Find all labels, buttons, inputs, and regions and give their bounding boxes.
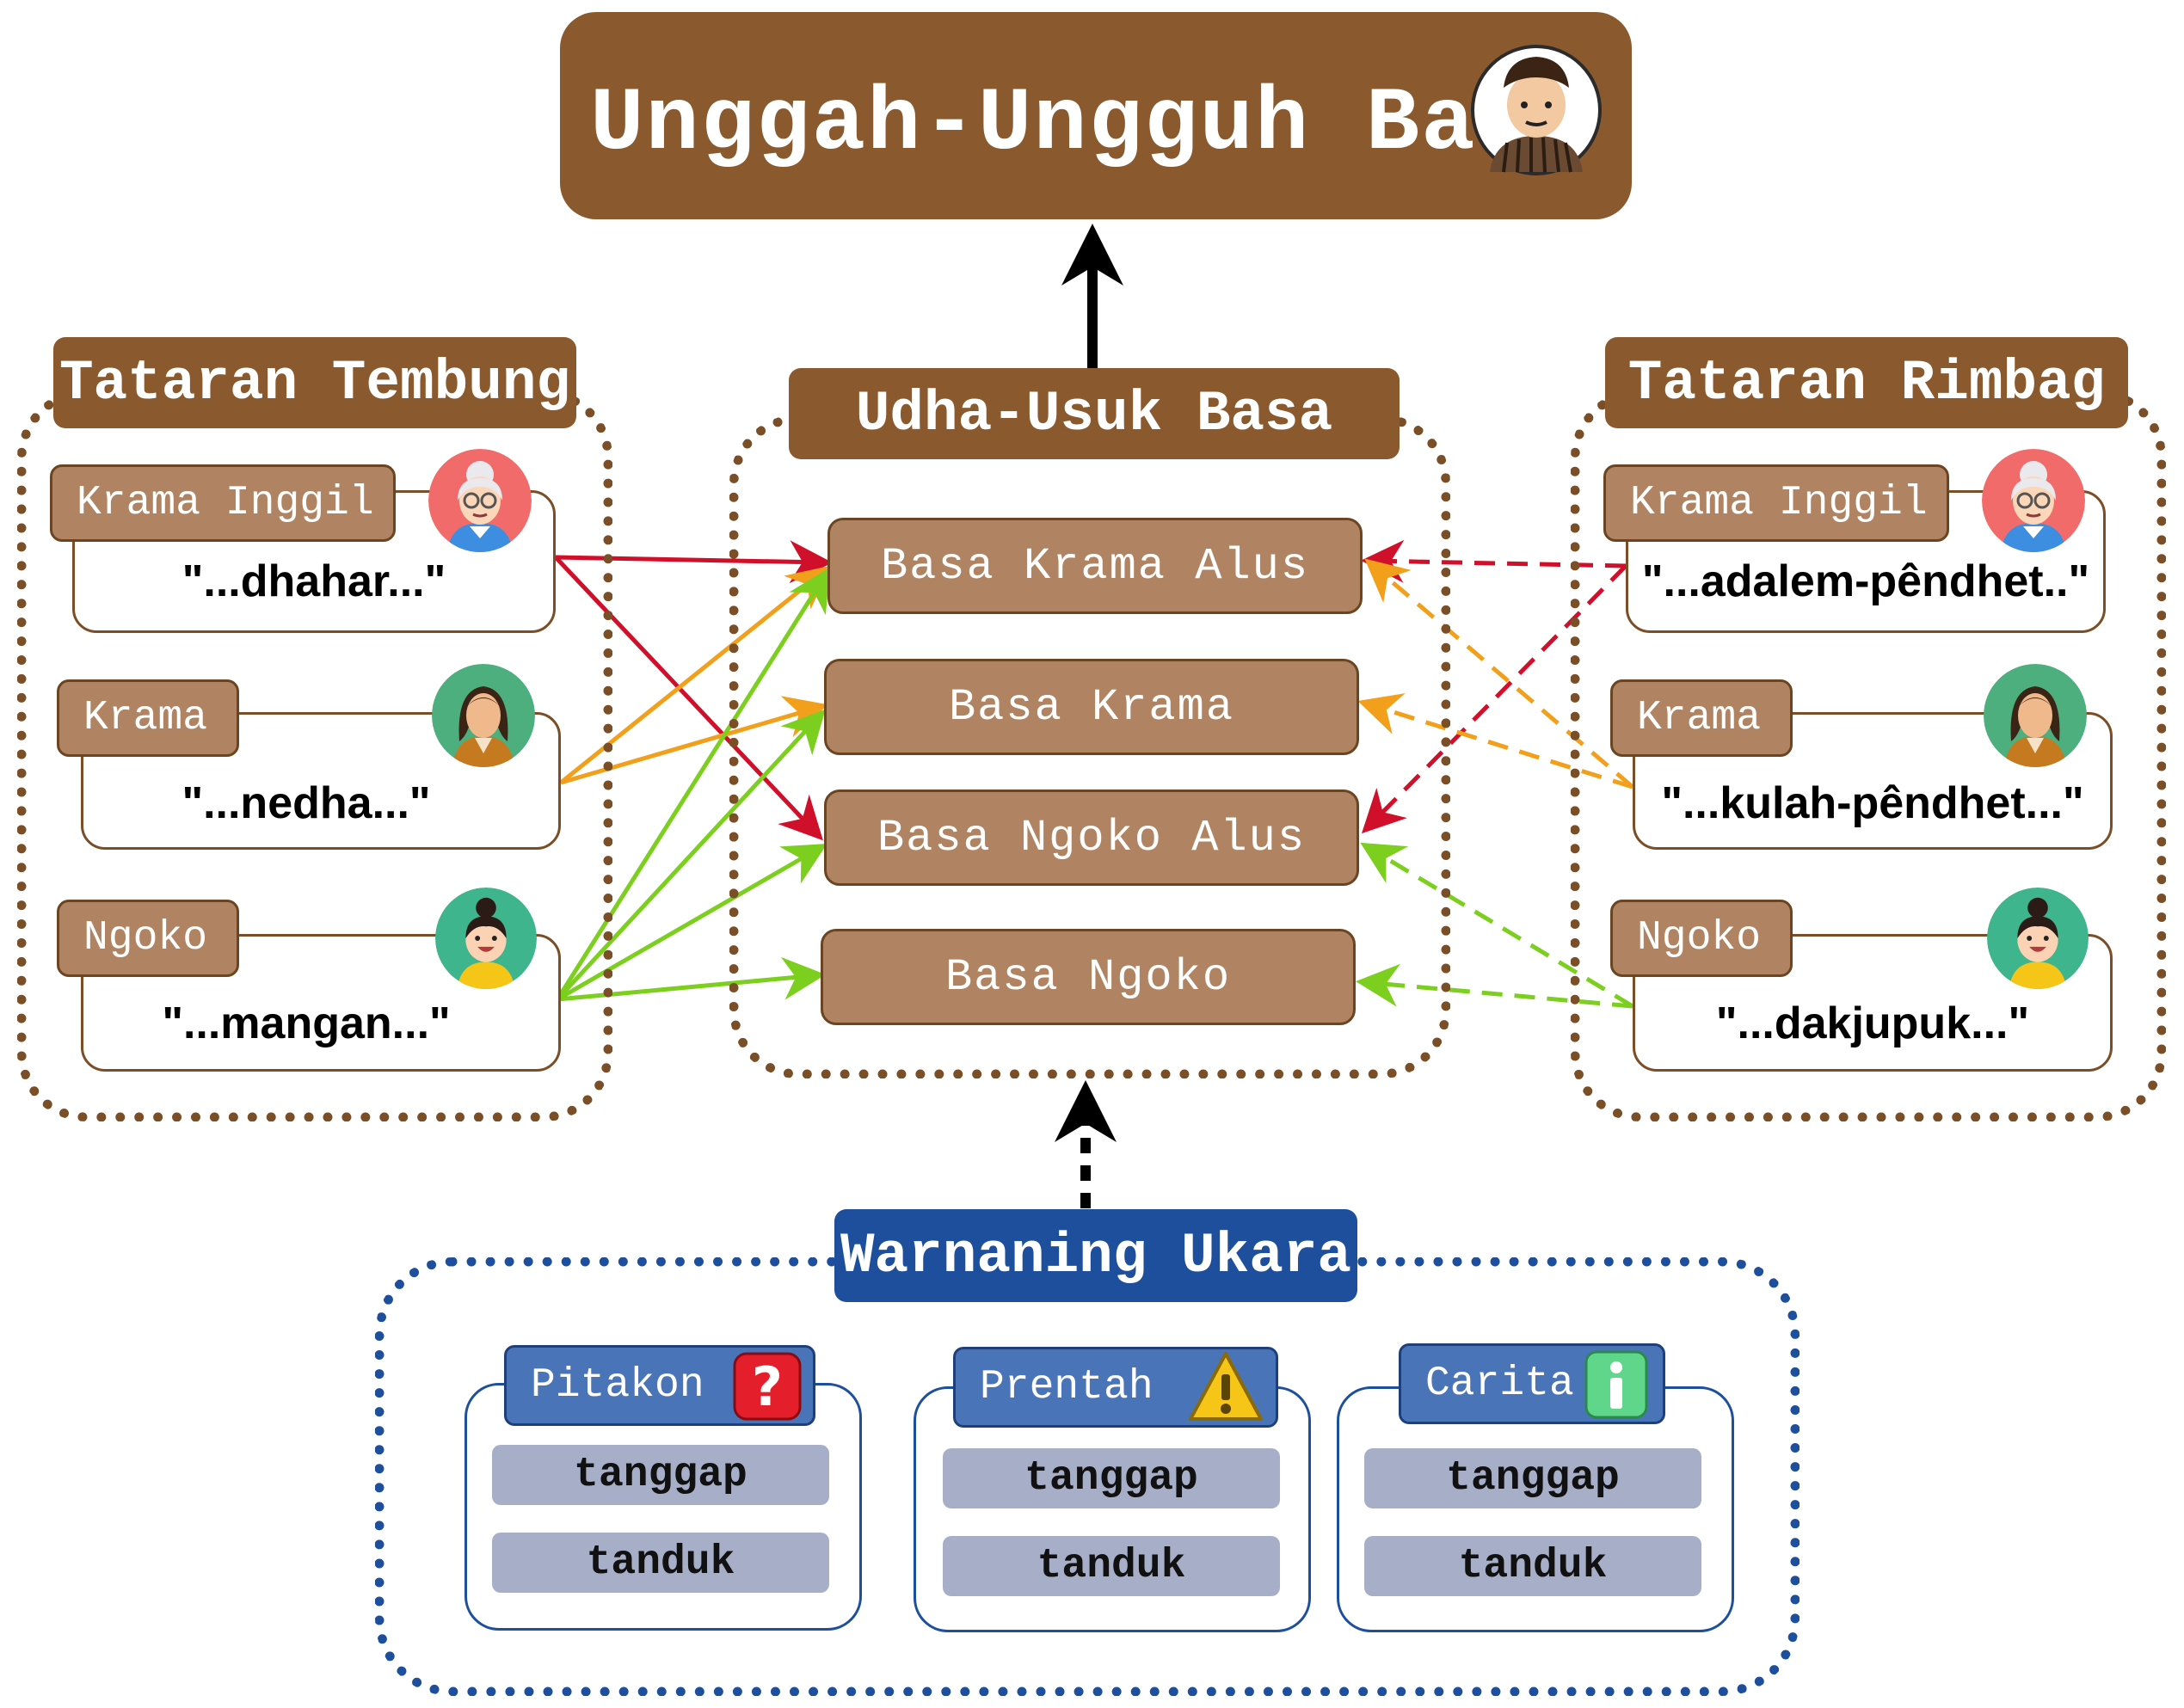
pitakon-tanggap: tanggap xyxy=(492,1445,829,1505)
girl-avatar-icon xyxy=(1987,888,2089,989)
arrow-right-krama-inggil-to-ngoko-alus xyxy=(1361,564,1627,834)
javanese-man-avatar-icon xyxy=(1471,45,1602,175)
center-panel-header: Udha-Usuk Basa xyxy=(789,368,1400,459)
level-basa-krama: Basa Krama xyxy=(824,659,1359,755)
page-title: Unggah-Ungguh Basa xyxy=(590,74,1588,175)
arrow-right-krama-to-krama xyxy=(1357,693,1633,789)
level-basa-ngoko-alus: Basa Ngoko Alus xyxy=(824,789,1359,886)
group-carita-label: Carita xyxy=(1425,1361,1574,1407)
right-quote-ngoko: "...dakjupuk..." xyxy=(1715,998,2030,1048)
warning-icon xyxy=(1189,1352,1263,1421)
svg-text:?: ? xyxy=(752,1355,783,1418)
pitakon-tanduk: tanduk xyxy=(492,1533,829,1593)
woman-avatar-icon xyxy=(432,664,535,767)
title-box: Unggah-Ungguh Basa xyxy=(560,12,1632,219)
left-quote-krama: "...nedha..." xyxy=(181,778,431,828)
left-tag-krama: Krama xyxy=(57,679,239,757)
right-tag-ngoko: Ngoko xyxy=(1610,900,1793,977)
prentah-tanduk: tanduk xyxy=(943,1536,1280,1596)
question-mark-icon: ? xyxy=(733,1352,802,1421)
bottom-panel-header: Warnaning Ukara xyxy=(834,1209,1357,1302)
left-tag-krama-inggil: Krama Inggil xyxy=(50,464,396,542)
group-pitakon-label: Pitakon xyxy=(531,1362,704,1409)
arrow-right-ngoko-to-ngoko-alus xyxy=(1360,842,1634,1009)
woman-avatar-icon xyxy=(1984,664,2087,767)
arrow-left-ngoko-to-krama xyxy=(556,709,826,1001)
grandmother-avatar-icon xyxy=(1982,449,2085,552)
left-quote-krama-inggil: "...dhahar..." xyxy=(181,556,446,606)
carita-tanduk: tanduk xyxy=(1364,1536,1701,1596)
left-tag-ngoko: Ngoko xyxy=(57,900,239,977)
group-prentah-label: Prentah xyxy=(980,1364,1154,1410)
carita-tanggap: tanggap xyxy=(1364,1448,1701,1508)
level-basa-ngoko: Basa Ngoko xyxy=(821,929,1356,1025)
arrow-right-krama-to-krama-alus xyxy=(1364,558,1634,789)
right-tag-krama-inggil: Krama Inggil xyxy=(1603,464,1949,542)
grandmother-avatar-icon xyxy=(428,449,532,552)
arrow-left-ngoko-to-krama-alus xyxy=(555,567,831,1001)
arrow-right-krama-inggil-to-krama-alus xyxy=(1361,539,1627,583)
arrow-right-ngoko-to-ngoko xyxy=(1356,963,1633,1009)
arrow-left-krama-inggil-to-krama-alus xyxy=(555,540,833,584)
right-quote-krama-inggil: "...adalem-pêndhet.." xyxy=(1641,556,2090,606)
arrow-left-ngoko-to-ngoko xyxy=(557,956,826,1002)
prentah-tanggap: tanggap xyxy=(943,1448,1280,1508)
arrow-left-ngoko-to-ngoko-alus xyxy=(556,844,827,1002)
right-tag-krama: Krama xyxy=(1610,679,1793,757)
right-quote-krama: "...kulah-pêndhet..." xyxy=(1661,778,2084,828)
left-quote-ngoko: "...mangan..." xyxy=(162,998,451,1048)
left-panel-header: Tataran Tembung xyxy=(53,337,576,428)
right-panel-header: Tataran Rimbag xyxy=(1605,337,2128,428)
info-icon xyxy=(1584,1350,1648,1419)
level-basa-krama-alus: Basa Krama Alus xyxy=(827,518,1363,614)
arrow-left-krama-inggil-to-ngoko-alus xyxy=(554,556,823,841)
girl-avatar-icon xyxy=(435,888,537,989)
